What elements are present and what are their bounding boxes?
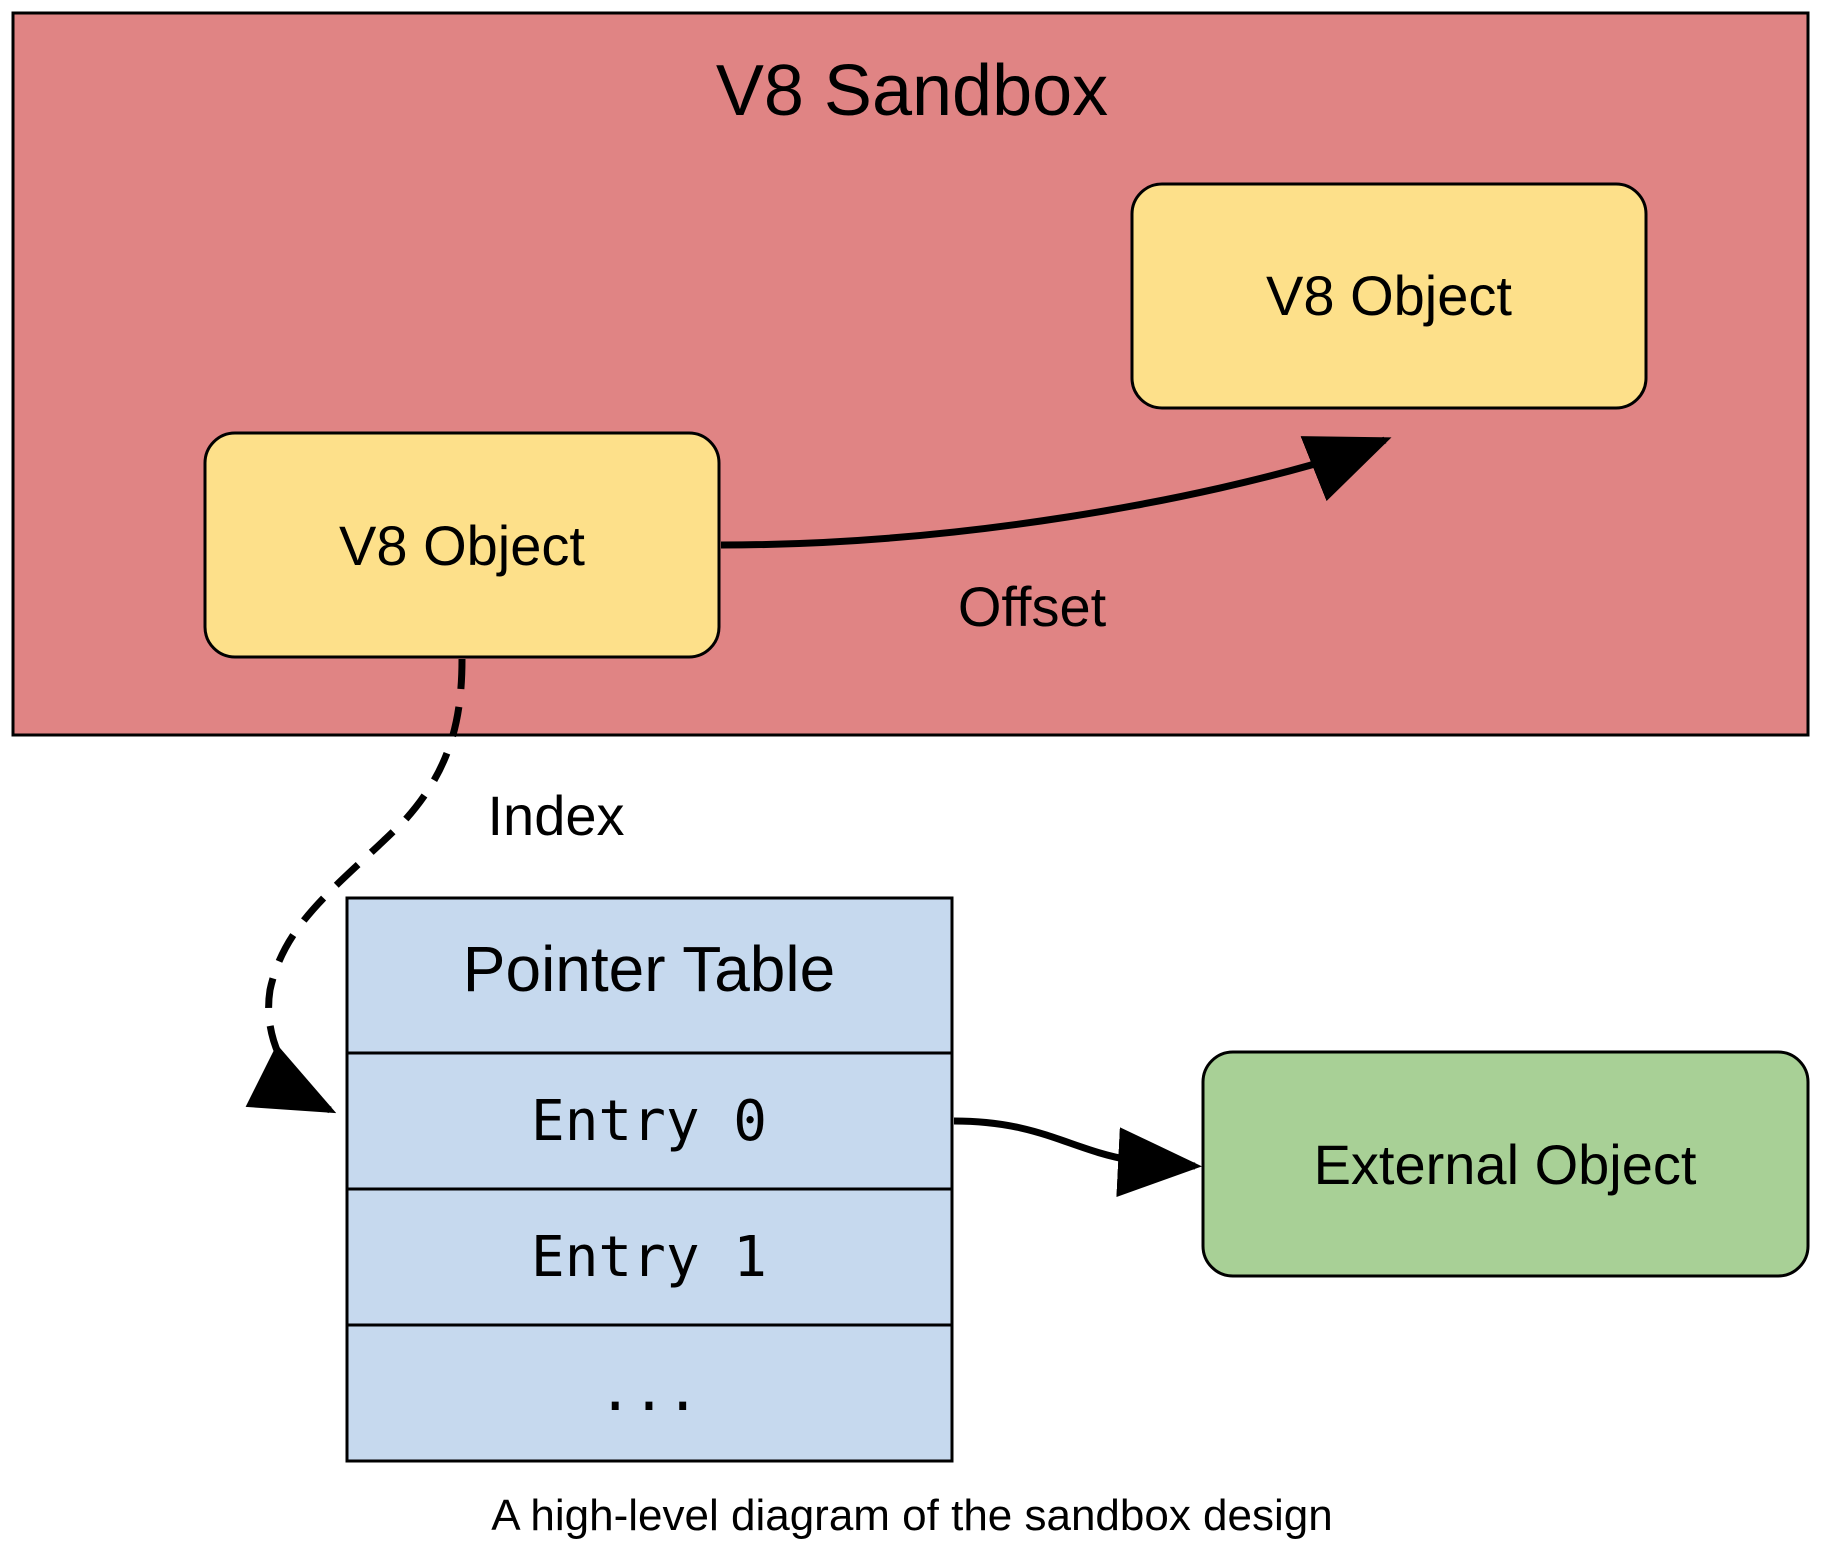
v8-object-node-source bbox=[203, 431, 721, 659]
external-object-node bbox=[1201, 1050, 1810, 1278]
pointer-table-entry-0-label: Entry 0 bbox=[531, 1089, 767, 1154]
external-pointer-edge bbox=[953, 1117, 1202, 1198]
pointer-table-entry-more bbox=[345, 1323, 954, 1463]
external-object-label: External Object bbox=[1314, 1133, 1697, 1196]
index-label: Index bbox=[488, 784, 625, 847]
pointer-table: Pointer Table Entry 0 Entry 1 ... bbox=[345, 896, 954, 1463]
index-edge bbox=[245, 658, 466, 1114]
diagram-caption: A high-level diagram of the sandbox desi… bbox=[491, 1491, 1332, 1540]
sandbox-title: V8 Sandbox bbox=[716, 51, 1108, 131]
offset-edge bbox=[720, 436, 1392, 549]
pointer-table-entry-1-label: Entry 1 bbox=[531, 1225, 767, 1290]
pointer-table-entry-more-label: ... bbox=[598, 1359, 699, 1424]
v8-object-node-target bbox=[1130, 182, 1648, 410]
pointer-table-entry-1 bbox=[345, 1187, 954, 1327]
v8-object-source-label: V8 Object bbox=[339, 514, 585, 577]
pointer-table-header bbox=[345, 896, 954, 1055]
pointer-table-entry-0 bbox=[345, 1051, 954, 1191]
v8-object-target-label: V8 Object bbox=[1266, 264, 1512, 327]
pointer-table-title: Pointer Table bbox=[463, 933, 835, 1005]
offset-label: Offset bbox=[958, 575, 1107, 638]
